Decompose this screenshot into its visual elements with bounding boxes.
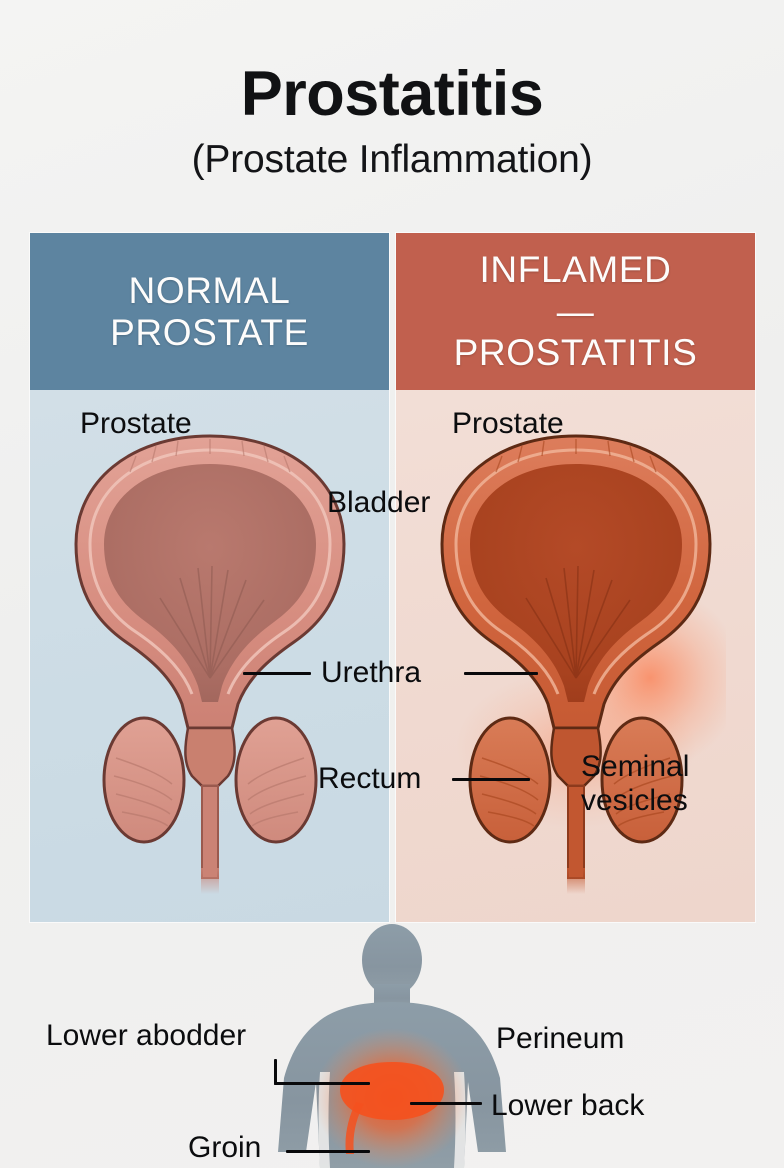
label-perineum: Perineum <box>496 1022 625 1055</box>
normal-prostate-diagram <box>73 434 346 894</box>
panel-normal-body: Prostate <box>30 390 389 922</box>
label-prostate-normal: Prostate <box>80 407 192 440</box>
comparison-panels: NORMAL PROSTATE Prostate <box>30 233 756 922</box>
leader-line-groin <box>286 1150 370 1153</box>
leader-line-lower-abdomen-horizontal <box>274 1082 370 1085</box>
page-subtitle: (Prostate Inflammation) <box>191 138 593 182</box>
title-block: Prostatitis (Prostate Inflammation) <box>0 62 784 182</box>
leader-line-urethra-left <box>243 672 311 675</box>
label-lower-back: Lower back <box>491 1089 645 1122</box>
panel-inflamed-prostate: INFLAMED — PROSTATITIS Prostate <box>396 233 755 922</box>
label-urethra: Urethra <box>321 656 422 689</box>
label-rectum: Rectum <box>318 762 422 795</box>
leader-line-lower-abdomen-vertical <box>274 1059 277 1085</box>
panel-inflamed-header: INFLAMED — PROSTATITIS <box>396 233 755 390</box>
panel-normal-header-text: NORMAL PROSTATE <box>110 270 309 353</box>
label-bladder: Bladder <box>327 486 431 519</box>
label-groin: Groin <box>188 1131 262 1164</box>
label-seminal-vesicles: Seminal vesicles <box>581 750 690 817</box>
panel-inflamed-header-text: INFLAMED — PROSTATITIS <box>453 249 698 374</box>
label-prostate-inflamed: Prostate <box>452 407 564 440</box>
leader-line-urethra-right <box>464 672 538 675</box>
body-silhouette-diagram <box>278 924 506 1168</box>
leader-line-rectum-right <box>452 778 530 781</box>
body-pain-section: Lower abodder Groin Perineum Lower back <box>0 922 784 1168</box>
leader-line-lower-back <box>410 1102 482 1105</box>
inflamed-prostate-diagram <box>439 434 726 894</box>
panel-normal-prostate: NORMAL PROSTATE Prostate <box>30 233 389 922</box>
panel-inflamed-body: Prostate <box>396 390 755 922</box>
panel-normal-header: NORMAL PROSTATE <box>30 233 389 390</box>
page-title: Prostatitis <box>240 59 544 129</box>
label-lower-abdomen: Lower abodder <box>46 1019 247 1052</box>
